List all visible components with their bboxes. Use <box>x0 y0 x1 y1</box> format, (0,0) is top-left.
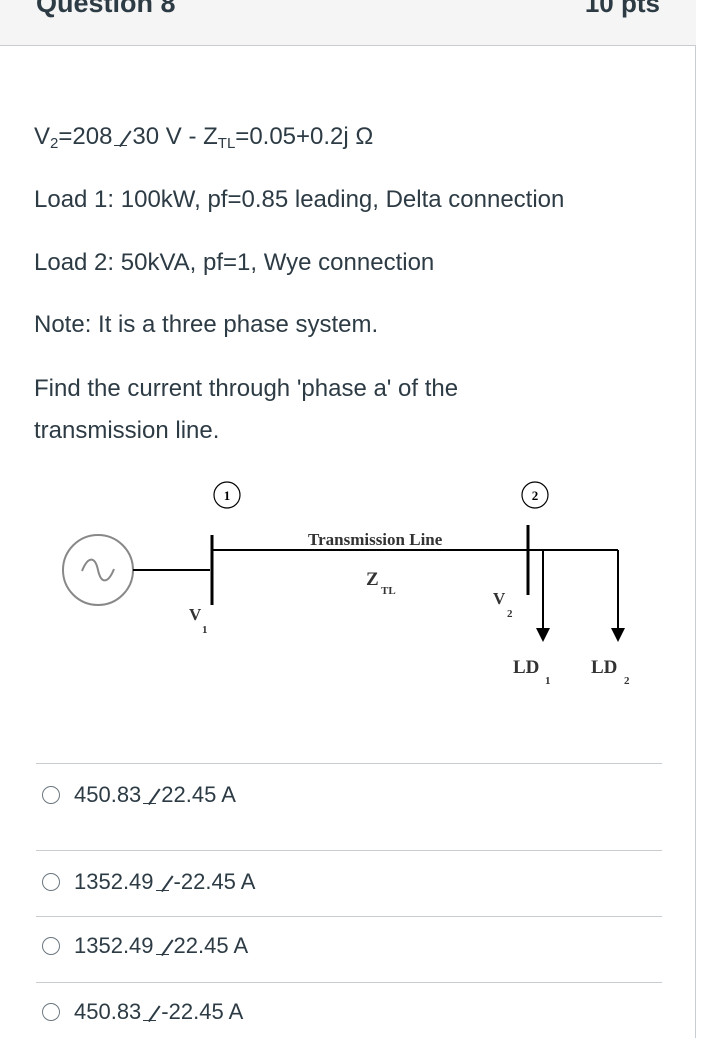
question-header: Question 8 10 pts <box>0 0 696 46</box>
ztl-sub: TL <box>381 585 396 597</box>
bus1-label: 1 <box>224 488 231 503</box>
angle-symbol <box>143 786 157 804</box>
generator-icon <box>62 534 134 606</box>
load2-arrow-icon <box>611 628 625 642</box>
transmission-line-label: Transmission Line <box>308 530 443 549</box>
ld1-label: LD <box>513 657 539 678</box>
v2-label: V <box>493 589 506 608</box>
answer-divider <box>36 982 662 983</box>
note-text: Note: It is a three phase system. <box>34 311 379 338</box>
answer-option-4[interactable]: 450.83-22.45 A <box>42 992 243 1032</box>
ld2-sub: 2 <box>624 675 630 687</box>
load2-text: Load 2: 50kVA, pf=1, Wye connection <box>34 249 435 276</box>
angle-symbol <box>114 128 128 146</box>
v1-sub: 1 <box>202 624 208 636</box>
v2-sub: 2 <box>507 608 513 620</box>
ztl-label: Z <box>366 569 379 590</box>
ld1-sub: 1 <box>545 675 551 687</box>
answer-option-2[interactable]: 1352.49-22.45 A <box>42 862 255 902</box>
angle-symbol <box>155 937 170 955</box>
answer-divider <box>36 850 662 851</box>
angle-symbol <box>155 873 170 891</box>
bus2-marker <box>521 481 549 509</box>
v1-label: V <box>189 605 202 624</box>
answer-divider <box>36 916 662 917</box>
find-prompt: Find the current through 'phase a' of th… <box>34 375 459 444</box>
ld2-label: LD <box>591 657 617 678</box>
question-title: Question 8 <box>36 0 176 18</box>
load1-text: Load 1: 100kW, pf=0.85 leading, Delta co… <box>34 186 565 213</box>
circuit-diagram: 1 V 1 Transmission Line Z TL 2 V 2 LD 1 … <box>62 481 630 687</box>
question-points: 10 pts <box>584 0 660 18</box>
bus1-marker <box>213 481 241 509</box>
radio-button-2[interactable] <box>42 873 60 891</box>
load1-arrow-icon <box>536 628 550 642</box>
radio-button-4[interactable] <box>42 1003 60 1021</box>
angle-symbol <box>143 1003 157 1021</box>
answer-divider <box>36 763 662 764</box>
bus2-label: 2 <box>532 488 539 503</box>
radio-button-1[interactable] <box>42 786 60 804</box>
radio-button-3[interactable] <box>42 937 60 955</box>
